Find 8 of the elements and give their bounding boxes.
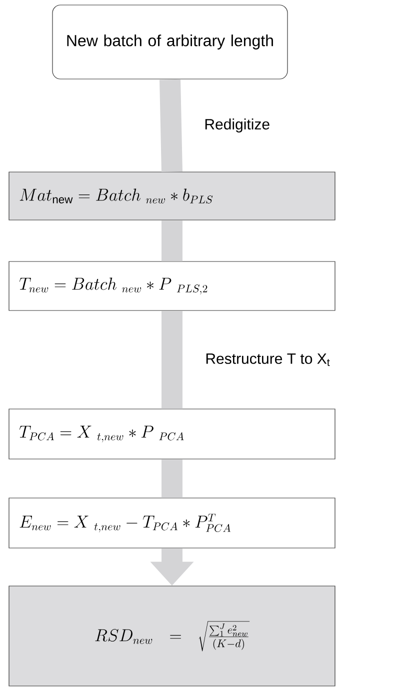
formula-box: $T_{new} = Batch\;_{new} * P\;_{PLS,2}$ — [8, 261, 336, 311]
formula-box: $E_{new} = X\;_{t,new} - T_{PCA} * P_{PCA}^{T}$ — [8, 498, 336, 548]
edge-label: Restructure T to X$_{t}$ — [206, 353, 330, 366]
result-box: $RSD_{new} = \sqrt{\frac{\sum_{1}^{J} e_{new}^{2}}{(K-d)}}$ — [8, 586, 336, 686]
formula-box: $Mat_{\mathrm{new}} = Batch\;_{new} * b_{PLS}$ — [8, 172, 336, 220]
formula-box: $T_{PCA} = X\;_{t,new} * P\;_{PCA}$ — [8, 408, 336, 460]
edge-label: Redigitize — [205, 118, 270, 132]
start-box: New batch of arbitrary length — [52, 4, 288, 80]
